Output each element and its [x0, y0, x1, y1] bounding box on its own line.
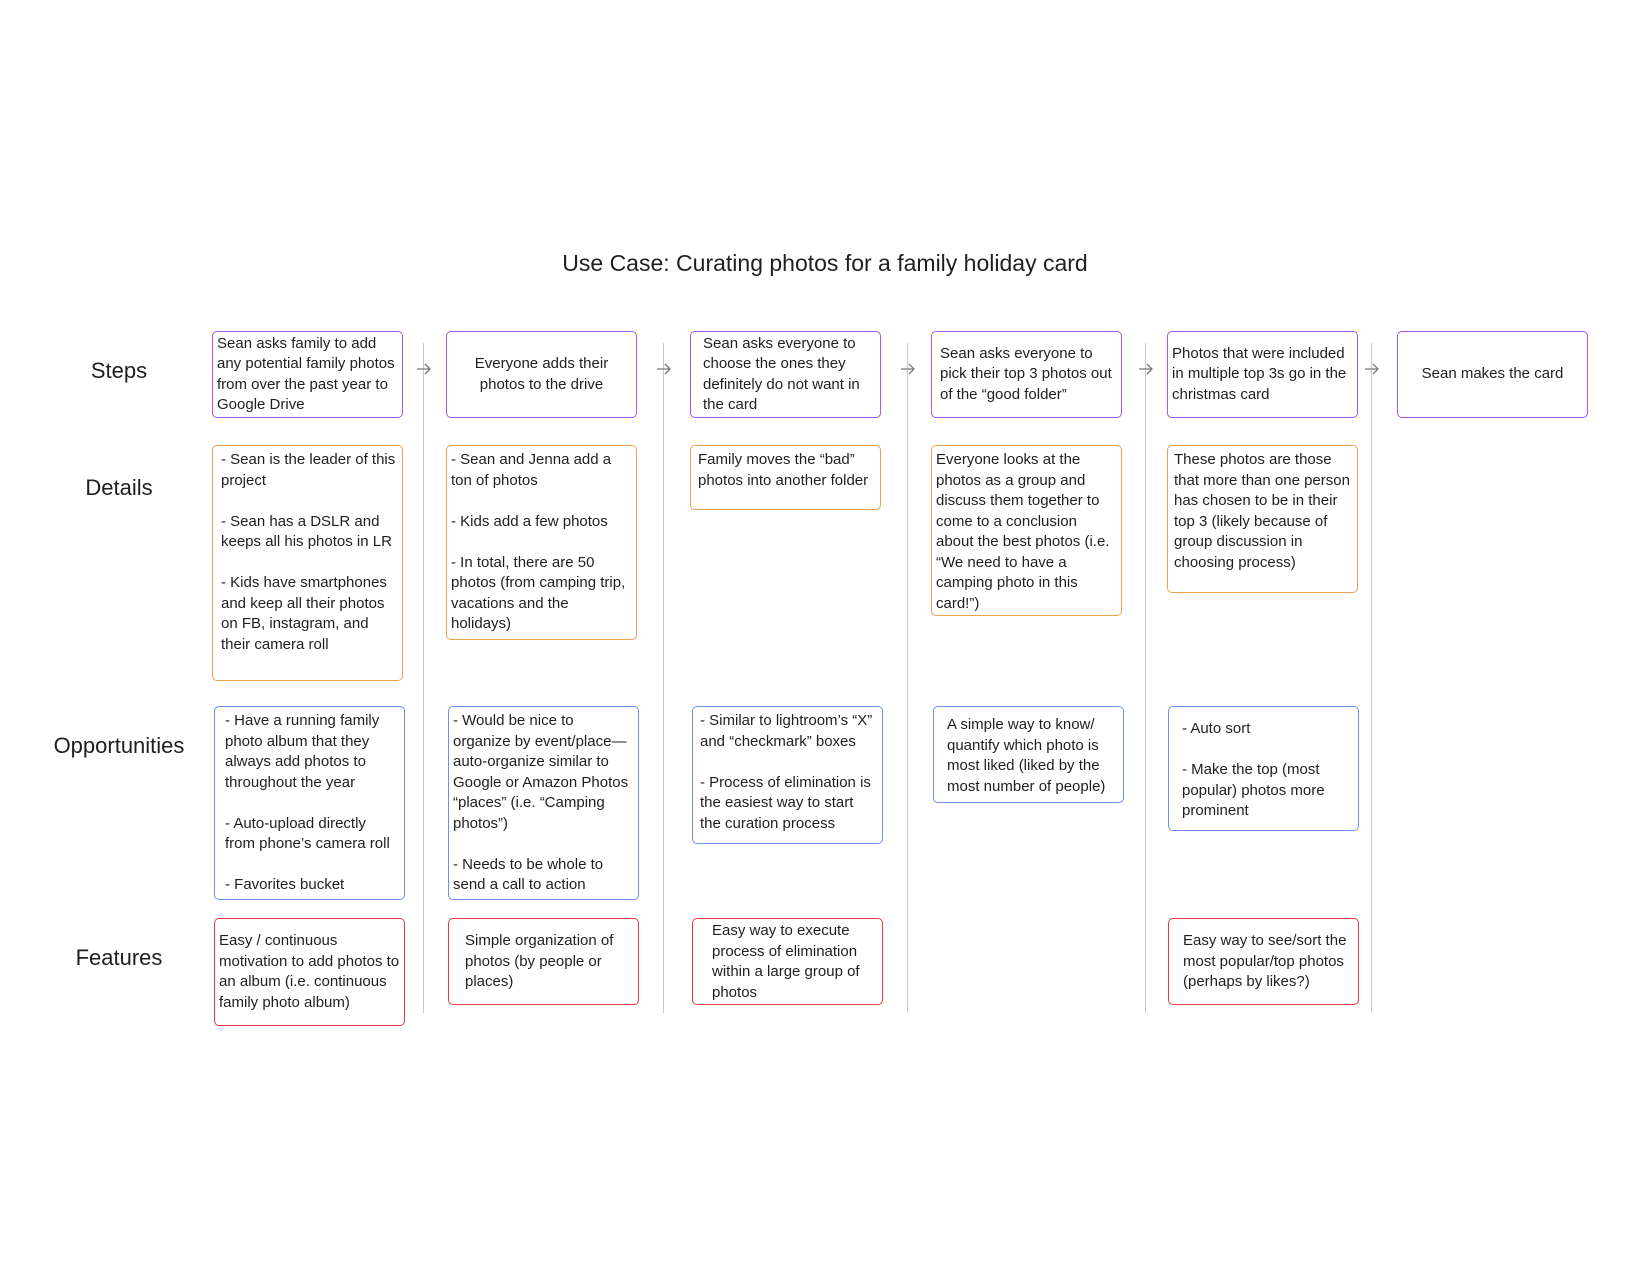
feature-card-2: Simple organization of photos (by people…: [448, 918, 639, 1005]
column-divider: [423, 343, 424, 1013]
column-divider: [1371, 343, 1372, 1013]
arrow-right-icon: [417, 363, 431, 375]
arrow-right-icon: [901, 363, 915, 375]
arrow-right-icon: [657, 363, 671, 375]
column-divider: [907, 343, 908, 1013]
step-card-5: Photos that were included in multiple to…: [1167, 331, 1358, 418]
diagram-title: Use Case: Curating photos for a family h…: [562, 250, 1088, 276]
detail-card-4: Everyone looks at the photos as a group …: [931, 445, 1122, 616]
opportunity-card-4: A simple way to know/ quantify which pho…: [933, 706, 1124, 803]
row-label-steps: Steps: [90, 358, 148, 383]
detail-card-3: Family moves the “bad” photos into anoth…: [690, 445, 881, 510]
opportunity-card-3: - Similar to lightroom’s “X” and “checkm…: [692, 706, 883, 844]
column-divider: [1145, 343, 1146, 1013]
opportunity-card-5: - Auto sort - Make the top (most popular…: [1168, 706, 1359, 831]
row-label-features: Features: [75, 945, 163, 970]
row-label-details: Details: [85, 475, 153, 500]
feature-card-3: Easy way to execute process of eliminati…: [692, 918, 883, 1005]
detail-card-2: - Sean and Jenna add a ton of photos - K…: [446, 445, 637, 640]
step-card-2: Everyone adds their photos to the drive: [446, 331, 637, 418]
detail-card-1: - Sean is the leader of this project - S…: [212, 445, 403, 681]
opportunity-card-1: - Have a running family photo album that…: [214, 706, 405, 900]
column-divider: [663, 343, 664, 1013]
feature-card-1: Easy / continuous motivation to add phot…: [214, 918, 405, 1026]
step-card-1: Sean asks family to add any potential fa…: [212, 331, 403, 418]
step-card-6: Sean makes the card: [1397, 331, 1588, 418]
opportunity-card-2: - Would be nice to organize by event/pla…: [448, 706, 639, 900]
feature-card-4: Easy way to see/sort the most popular/to…: [1168, 918, 1359, 1005]
arrow-right-icon: [1139, 363, 1153, 375]
row-label-opportunities: Opportunities: [53, 733, 185, 758]
step-card-4: Sean asks everyone to pick their top 3 p…: [931, 331, 1122, 418]
step-card-3: Sean asks everyone to choose the ones th…: [690, 331, 881, 418]
detail-card-5: These photos are those that more than on…: [1167, 445, 1358, 593]
arrow-right-icon: [1365, 363, 1379, 375]
